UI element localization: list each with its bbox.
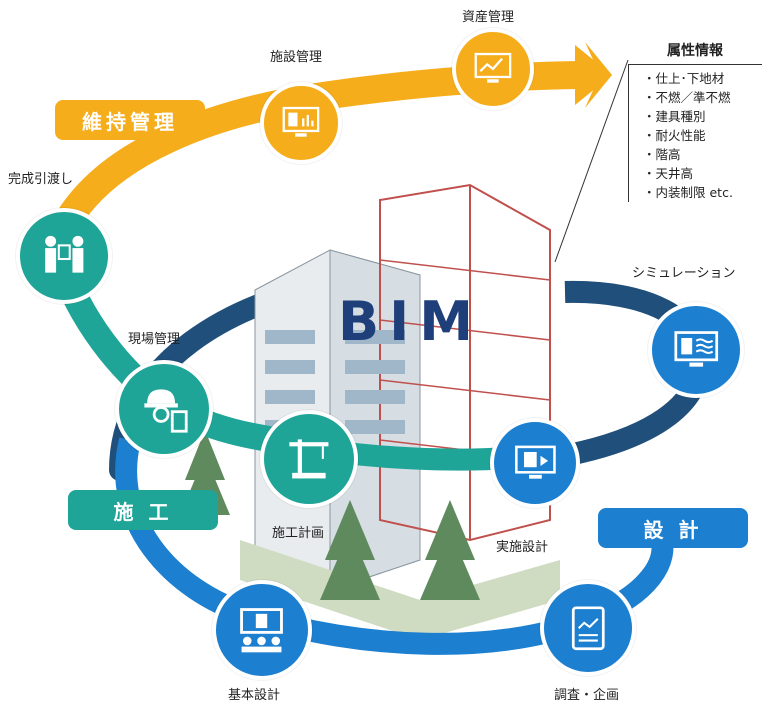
label-simulation: シミュレーション bbox=[632, 266, 736, 281]
label-site-management: 現場管理 bbox=[128, 332, 181, 347]
building-illustration bbox=[180, 183, 560, 640]
label-handover: 完成引渡し bbox=[8, 172, 74, 187]
label-survey-planning: 調査・企画 bbox=[554, 688, 620, 703]
attribute-info-list: ・仕上･下地材 ・不燃／準不燃 ・建具種別 ・耐火性能 ・階高 ・天井高 ・内装… bbox=[628, 64, 762, 202]
list-item: ・仕上･下地材 bbox=[643, 71, 725, 86]
simulation-icon bbox=[648, 302, 744, 398]
phase-maintenance: 維持管理 bbox=[55, 100, 205, 140]
construction-planning-icon bbox=[260, 410, 358, 508]
basic-design-icon bbox=[212, 580, 312, 680]
design-ring-bottom bbox=[115, 437, 674, 655]
list-item: ・階高 bbox=[643, 147, 681, 162]
attribute-info-title: 属性情報 bbox=[667, 43, 723, 59]
site-management-icon bbox=[115, 360, 213, 458]
list-item: ・内装制限 etc. bbox=[643, 185, 733, 200]
list-item: ・天井高 bbox=[643, 166, 694, 181]
list-item: ・不燃／準不燃 bbox=[643, 90, 731, 105]
detailed-design-icon bbox=[490, 418, 580, 508]
attribute-callout-line bbox=[554, 59, 629, 263]
handover-icon bbox=[16, 208, 112, 304]
label-facility-management: 施設管理 bbox=[270, 50, 323, 65]
bim-title: BIM bbox=[338, 290, 483, 353]
facility-management-icon bbox=[260, 82, 342, 164]
label-construction-planning: 施工計画 bbox=[272, 526, 325, 541]
asset-management-icon bbox=[452, 28, 534, 110]
list-item: ・建具種別 bbox=[643, 109, 706, 124]
label-asset-management: 資産管理 bbox=[462, 10, 515, 25]
phase-construction: 施 工 bbox=[68, 490, 218, 530]
survey-planning-icon bbox=[540, 580, 636, 676]
list-item: ・耐火性能 bbox=[643, 128, 706, 143]
label-basic-design: 基本設計 bbox=[228, 688, 281, 703]
phase-design: 設 計 bbox=[598, 508, 748, 548]
attribute-info-box: 属性情報 ・仕上･下地材 ・不燃／準不燃 ・建具種別 ・耐火性能 ・階高 ・天井… bbox=[628, 40, 762, 202]
label-detailed-design: 実施設計 bbox=[496, 540, 549, 555]
